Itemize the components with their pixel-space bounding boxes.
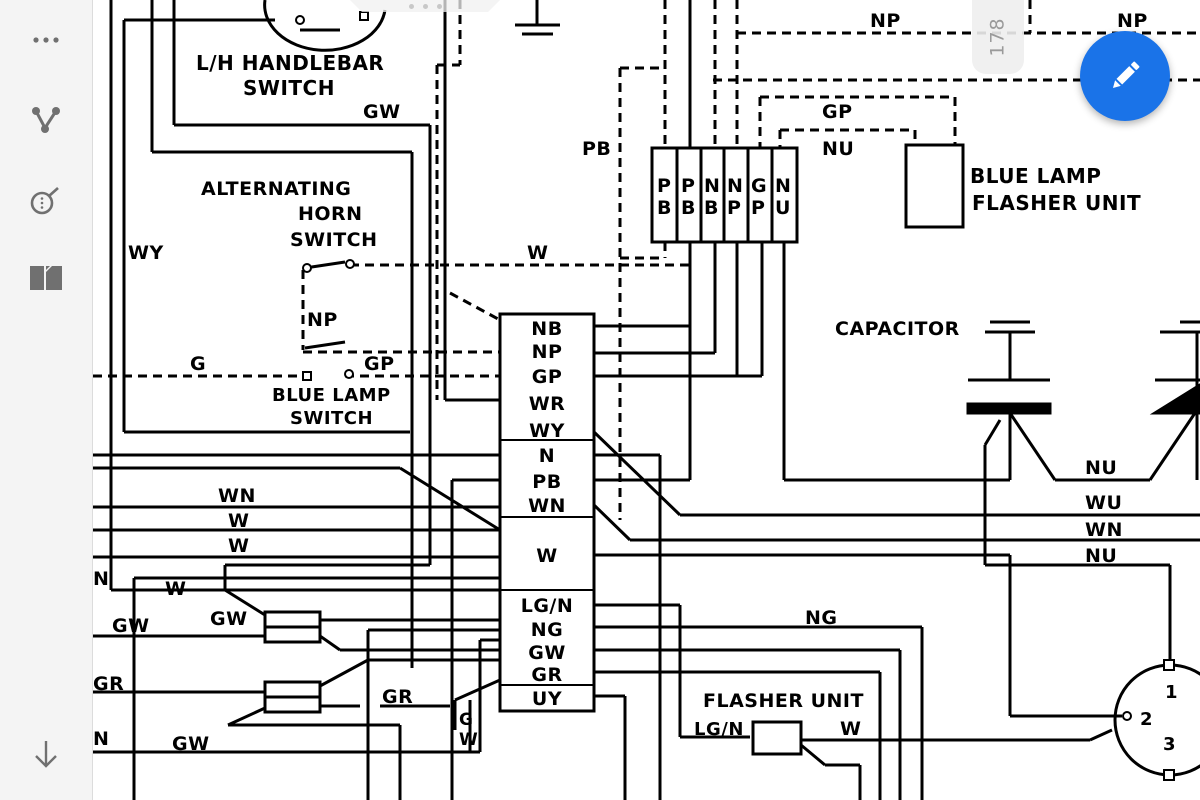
upper-pin-top: P xyxy=(681,175,695,197)
upper-pin-top: N xyxy=(727,175,743,197)
upper-pin-bottom: B xyxy=(657,197,672,219)
wire-label: WN xyxy=(218,485,256,507)
wire-label: NU xyxy=(822,138,854,160)
upper-pin-top: N xyxy=(775,175,791,197)
handle-dot xyxy=(408,3,414,9)
lh-handlebar-switch-label: L/H HANDLEBAR xyxy=(196,51,384,75)
wire-label: NP xyxy=(1117,10,1148,32)
wire-label: W xyxy=(459,730,478,750)
wire-label: W xyxy=(840,718,861,740)
upper-pin-top: G xyxy=(751,175,767,197)
more-horizontal-icon xyxy=(33,37,59,43)
wire-label: GR xyxy=(93,673,124,695)
main-pin-label: GR xyxy=(531,664,562,686)
connector-dividers xyxy=(500,439,594,686)
wire-label: G xyxy=(190,353,206,375)
pencil-icon xyxy=(1112,61,1140,89)
upper-pin-bottom: B xyxy=(704,197,719,219)
alternating-horn-switch-label-3: SWITCH xyxy=(290,229,378,251)
solid-wires xyxy=(93,0,1200,800)
arrow-down-icon xyxy=(35,741,57,768)
wire-label: NU xyxy=(1085,457,1117,479)
upper-connector-labels: P B P B N B N P G P N U xyxy=(657,175,791,219)
upper-pin-bottom: P xyxy=(727,197,741,219)
wire-label: N xyxy=(93,568,109,590)
search-in-document-icon xyxy=(30,187,59,215)
blue-lamp-switch-label-2: SWITCH xyxy=(290,408,373,429)
wire-label: G xyxy=(459,710,473,730)
pages-grid-icon xyxy=(30,266,62,290)
handle-dot xyxy=(422,3,428,9)
wire-label: W xyxy=(527,242,548,264)
wire-label: PB xyxy=(582,138,611,160)
wire-label: WN xyxy=(1085,519,1123,541)
main-pin-label: LG/N xyxy=(521,595,574,617)
share-button[interactable] xyxy=(22,96,70,144)
wire-labels: NP NP GW PB GP NU WY W NP G GP WN W W N … xyxy=(93,10,1178,755)
wire-label: NG xyxy=(805,607,838,629)
capacitor-label: CAPACITOR xyxy=(835,318,960,340)
alternating-horn-switch-label-2: HORN xyxy=(298,203,363,225)
wire-label: W xyxy=(165,578,186,600)
alternating-horn-switch-label: ALTERNATING xyxy=(201,178,351,200)
main-pin-label: NP xyxy=(532,341,563,363)
main-pin-label: WY xyxy=(529,420,565,442)
main-connector-labels: NB NP GP WR WY N PB WN W LG/N NG GW GR U… xyxy=(521,318,574,710)
switch-position-label: 3 xyxy=(1163,734,1176,755)
wire-label: WY xyxy=(128,242,164,264)
wire-label: GR xyxy=(382,686,413,708)
page-number: 178 xyxy=(986,17,1009,57)
toolbar-handle[interactable] xyxy=(350,0,500,12)
switch-position-label: 2 xyxy=(1140,709,1153,730)
page-view-button[interactable] xyxy=(22,254,70,302)
more-options-button[interactable] xyxy=(22,16,70,64)
main-pin-label: WN xyxy=(528,495,566,517)
wire-label: GP xyxy=(822,101,853,123)
main-pin-label: N xyxy=(539,445,555,467)
main-pin-label: GW xyxy=(528,642,566,664)
switch-contacts xyxy=(295,11,1175,781)
wire-label: GP xyxy=(364,353,395,375)
main-pin-label: W xyxy=(536,545,557,567)
main-pin-label: WR xyxy=(529,393,566,415)
scroll-down-button[interactable] xyxy=(22,730,70,778)
lh-handlebar-switch-label-2: SWITCH xyxy=(243,76,335,100)
main-pin-label: UY xyxy=(532,688,562,710)
blue-lamp-flasher-label-2: FLASHER UNIT xyxy=(972,191,1141,215)
wire-label: GW xyxy=(112,615,150,637)
wire-label: LG/N xyxy=(694,719,744,740)
viewer-sidebar xyxy=(0,0,93,800)
edit-button[interactable] xyxy=(1080,31,1170,121)
flasher-unit-label: FLASHER UNIT xyxy=(703,690,864,712)
handle-dot xyxy=(436,3,442,9)
main-pin-label: NG xyxy=(531,619,564,641)
main-pin-label: PB xyxy=(532,471,561,493)
wiring-diagram: L/H HANDLEBAR SWITCH ALTERNATING HORN SW… xyxy=(93,0,1200,800)
upper-pin-top: P xyxy=(657,175,671,197)
share-nodes-icon xyxy=(32,107,60,133)
switch-position-label: 1 xyxy=(1165,682,1178,703)
wire-label: NP xyxy=(870,10,901,32)
wire-label: GW xyxy=(363,101,401,123)
wire-label: W xyxy=(228,510,249,532)
wire-label: N xyxy=(93,728,109,750)
wire-label: W xyxy=(228,535,249,557)
find-in-document-button[interactable] xyxy=(22,176,70,224)
wire-label: GW xyxy=(210,608,248,630)
wire-label: NU xyxy=(1085,545,1117,567)
blue-lamp-flasher-label: BLUE LAMP xyxy=(970,164,1101,188)
main-pin-label: GP xyxy=(532,366,563,388)
upper-pin-top: N xyxy=(704,175,720,197)
upper-pin-bottom: P xyxy=(751,197,765,219)
blue-lamp-switch-label: BLUE LAMP xyxy=(272,385,391,406)
wire-label: NP xyxy=(307,309,338,331)
page-number-indicator[interactable]: 178 xyxy=(972,0,1024,74)
upper-pin-bottom: U xyxy=(775,197,791,219)
main-pin-label: NB xyxy=(531,318,562,340)
wiring-diagram-page: L/H HANDLEBAR SWITCH ALTERNATING HORN SW… xyxy=(93,0,1200,800)
wire-label: GW xyxy=(172,733,210,755)
upper-pin-bottom: B xyxy=(681,197,696,219)
wire-label: WU xyxy=(1085,492,1122,514)
